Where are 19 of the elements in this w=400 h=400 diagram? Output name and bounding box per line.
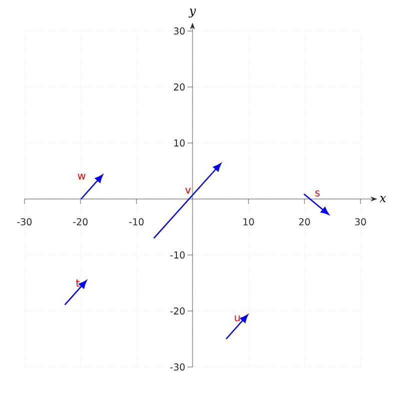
vector-label: u bbox=[234, 315, 240, 322]
tick-label: -20 bbox=[170, 307, 185, 315]
tick-label: -20 bbox=[73, 218, 88, 226]
axis-label: y bbox=[188, 8, 196, 18]
tick-label: 20 bbox=[174, 83, 185, 91]
tick-label: 10 bbox=[244, 218, 254, 226]
tick-label: -10 bbox=[170, 251, 185, 259]
vector-label: t bbox=[76, 279, 80, 287]
tick-label: -10 bbox=[129, 218, 144, 226]
vector-label: w bbox=[78, 174, 86, 180]
axis-label: x bbox=[380, 196, 386, 202]
tick-label: 30 bbox=[355, 218, 366, 226]
tick-label: 10 bbox=[174, 139, 185, 147]
vector-label: v bbox=[185, 188, 191, 194]
tick-label: 30 bbox=[174, 27, 185, 35]
vector-label: s bbox=[315, 190, 320, 196]
tick-label: 20 bbox=[299, 218, 310, 226]
tick-label: -30 bbox=[170, 363, 185, 371]
tick-label: -30 bbox=[17, 218, 32, 226]
